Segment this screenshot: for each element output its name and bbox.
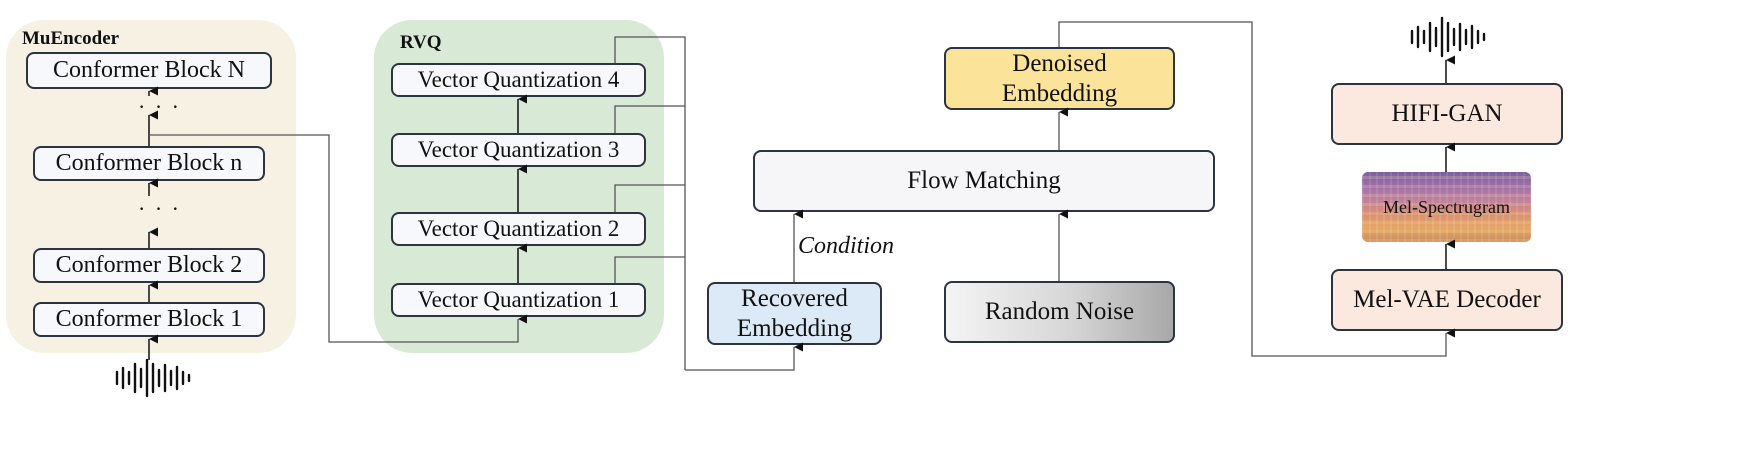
conformer-block-n-lower: Conformer Block n: [33, 146, 265, 181]
recovered-embedding-box: Recovered Embedding: [707, 282, 882, 345]
condition-label: Condition: [798, 233, 895, 259]
connector-vq3-out: [614, 105, 685, 133]
denoised-embedding-box: Denoised Embedding: [944, 47, 1175, 110]
connector-denoised-to-decoder: [1058, 21, 1455, 357]
random-noise-box: Random Noise: [944, 281, 1175, 343]
vector-quantization-1: Vector Quantization 1: [391, 283, 646, 317]
connector-vq2-out: [614, 184, 685, 212]
conformer-block-2: Conformer Block 2: [33, 248, 265, 283]
ellipsis-upper: · · ·: [138, 94, 181, 119]
input-waveform-icon: [115, 358, 191, 398]
connector-to-recovered: [685, 342, 803, 371]
ellipsis-lower: · · ·: [138, 196, 181, 221]
hifi-gan-box: HIFI-GAN: [1331, 83, 1563, 145]
muencoder-title: MuEncoder: [22, 28, 120, 49]
vector-quantization-4: Vector Quantization 4: [391, 63, 646, 97]
mel-spectrogram-image: Mel-Spectrugram: [1362, 172, 1531, 242]
mel-spectrogram-label: Mel-Spectrugram: [1383, 196, 1510, 217]
rvq-title: RVQ: [400, 32, 442, 53]
output-waveform-icon: [1410, 16, 1486, 58]
connector-vq4-out: [614, 36, 686, 370]
flow-matching-box: Flow Matching: [753, 150, 1215, 212]
connector-vq1-out: [614, 256, 685, 283]
connector-muencoder-to-vq1: [149, 134, 527, 343]
mel-vae-decoder-box: Mel-VAE Decoder: [1331, 269, 1563, 331]
vector-quantization-3: Vector Quantization 3: [391, 133, 646, 167]
